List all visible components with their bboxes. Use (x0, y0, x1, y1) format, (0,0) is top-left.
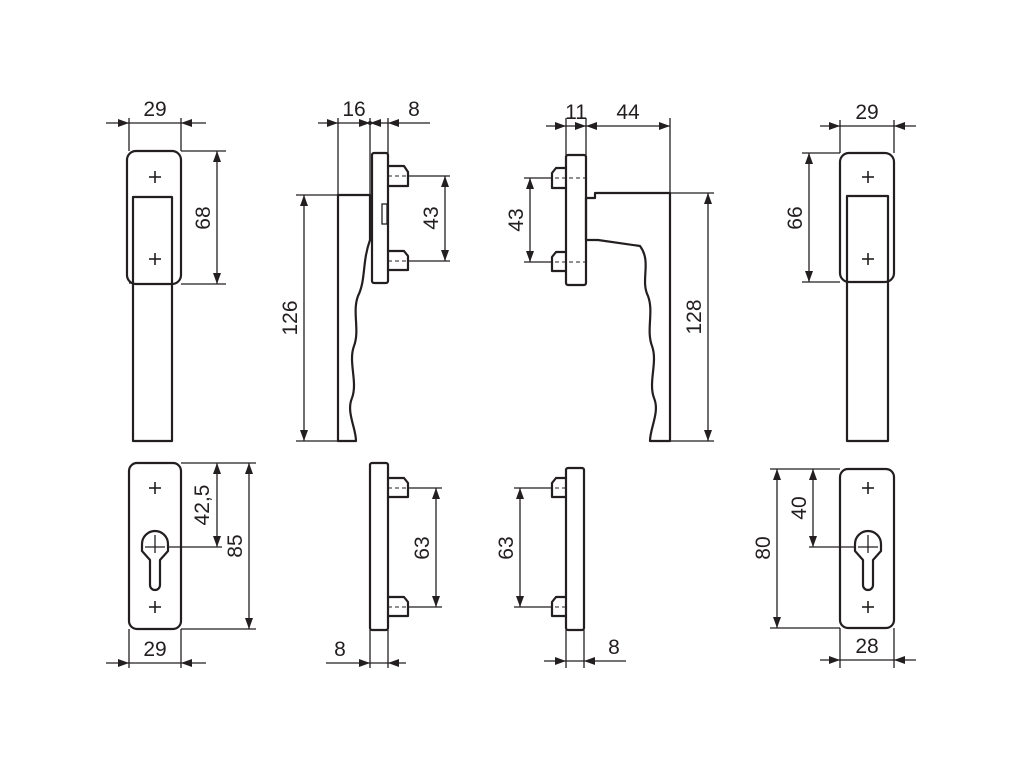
dim-height-label: 68 (192, 206, 215, 229)
dim-depth-label: 8 (608, 636, 620, 659)
plate-side-view-3: 63 8 (495, 466, 626, 668)
dim-spacing-label: 43 (505, 208, 528, 231)
dim-height-label: 85 (224, 534, 247, 557)
dim-width-label: 29 (855, 101, 878, 124)
plate-side-view-2: 63 8 (326, 461, 442, 668)
dim-depth-a-label: 11 (565, 101, 587, 124)
dim-depth-label: 8 (334, 638, 346, 661)
dim-width-label: 28 (855, 635, 878, 658)
handle-front-view-4: 29 66 (784, 101, 916, 443)
handle-side-view-2: 16 8 43 126 (279, 98, 450, 443)
dim-length-label: 128 (683, 299, 706, 334)
dim-height-label: 80 (752, 536, 775, 559)
dim-depth-b-label: 8 (408, 98, 420, 121)
dim-depth-a-label: 16 (342, 98, 365, 121)
dim-width-label: 29 (143, 638, 166, 661)
plate-front-view-4: 80 40 28 (752, 467, 916, 668)
dim-width-label: 29 (143, 98, 166, 121)
dim-depth-b-label: 44 (616, 101, 640, 124)
dim-spacing-label: 63 (495, 536, 518, 559)
dim-length-label: 126 (279, 300, 302, 335)
handle-front-view-1: 29 68 (106, 98, 226, 443)
plate-front-view-1: 42,5 85 29 (106, 461, 256, 668)
dim-partial-height-label: 42,5 (191, 485, 214, 526)
handle-side-view-3: 11 44 43 128 (505, 101, 714, 443)
dim-spacing-label: 63 (411, 536, 434, 559)
dim-height-label: 66 (784, 206, 807, 229)
dim-spacing-label: 43 (420, 206, 443, 229)
dim-partial-height-label: 40 (788, 496, 811, 519)
